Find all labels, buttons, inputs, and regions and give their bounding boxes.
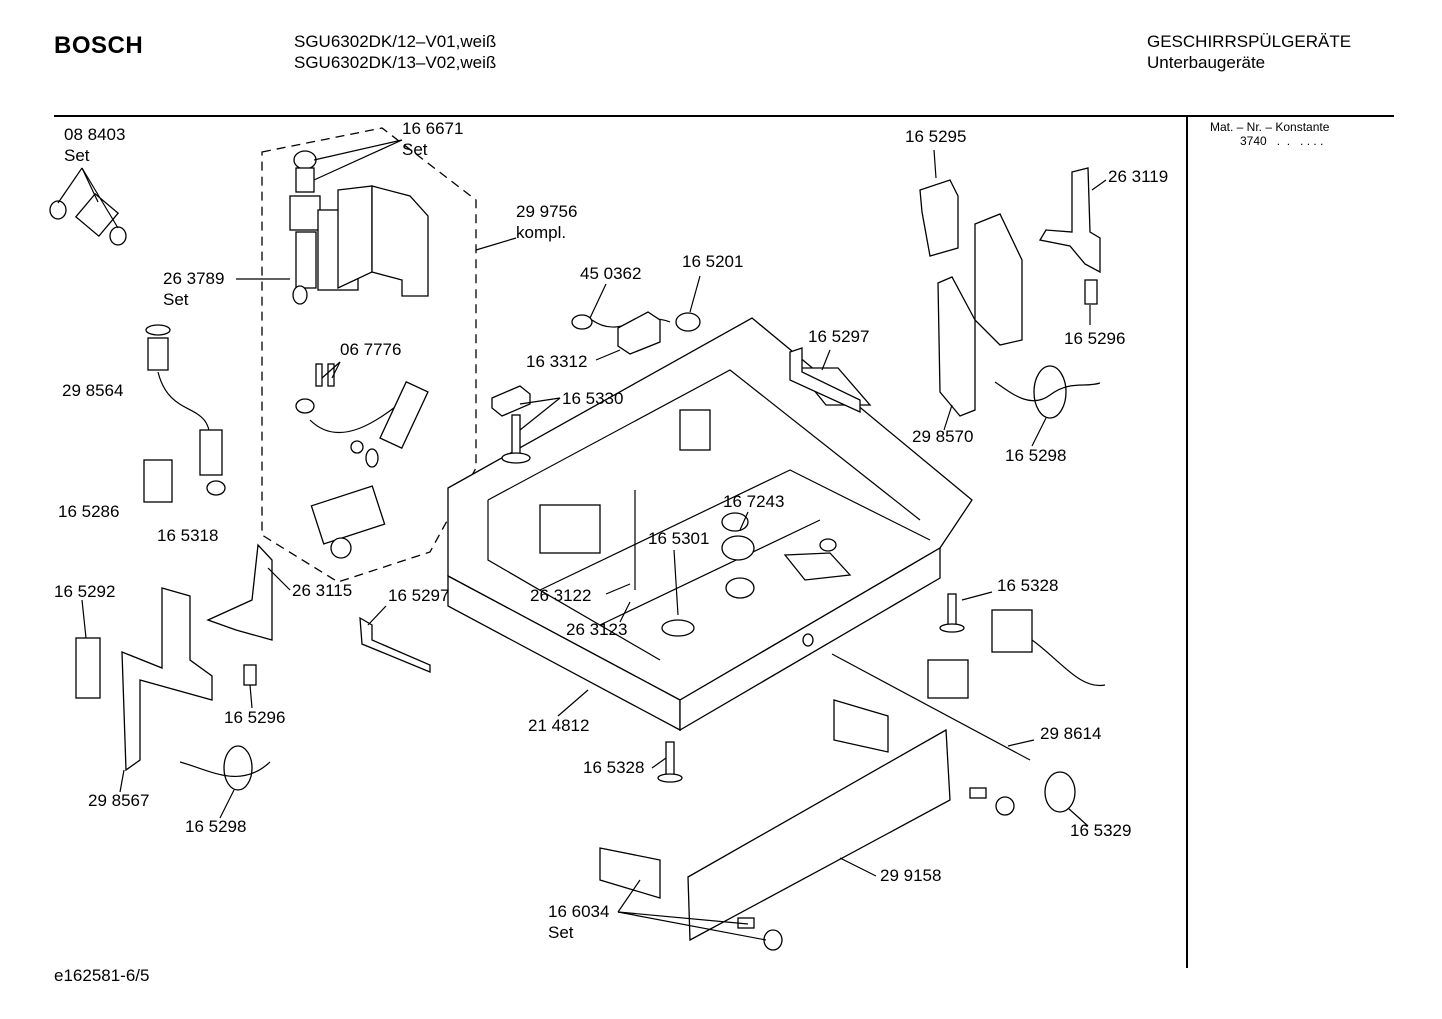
drawing-id: e162581-6/5 (54, 966, 150, 985)
side-divider (1186, 116, 1188, 968)
part-label-7: 16 5286 (58, 502, 119, 521)
part-label-17: 29 8570 (912, 427, 973, 446)
part-label-18: 16 5298 (1005, 446, 1066, 465)
part-label-16: 16 5296 (1064, 329, 1125, 348)
part-label-9: 45 0362 (580, 264, 641, 283)
part-label-33: 16 5329 (1070, 821, 1131, 840)
category-subtitle: Unterbaugeräte (1147, 53, 1266, 72)
left-spring-rail (359, 616, 431, 673)
part-label-13: 16 5297 (808, 327, 869, 346)
model-line-1: SGU6302DK/12–V01,weiß (294, 32, 497, 51)
inlet-hose (145, 324, 226, 496)
part-label-30: 16 5328 (583, 758, 644, 777)
material-constant-value: 3740 (1240, 134, 1267, 148)
right-brackets (919, 167, 1101, 419)
material-constant-label: Mat. – Nr. – Konstante (1210, 120, 1330, 134)
category-title: GESCHIRRSPÜLGERÄTE (1147, 32, 1352, 51)
part-label-24: 26 3115 (292, 581, 352, 600)
left-bracket (75, 543, 273, 791)
brand-logo: BOSCH (54, 32, 144, 59)
water-inlet-valve (289, 150, 429, 559)
part-label-25: 16 5297 (388, 586, 449, 605)
part-label-5: 06 7776 (340, 340, 401, 359)
material-constant-value-row: 3740 . . . . . . (1210, 134, 1329, 148)
header-divider (54, 115, 1394, 117)
part-label-19: 16 7243 (723, 492, 784, 511)
part-label-14: 16 5295 (905, 127, 966, 146)
part-label-12: 16 5330 (562, 389, 623, 408)
part-label-23: 16 5292 (54, 582, 115, 601)
feet (657, 741, 683, 783)
cable-assembly (491, 311, 861, 464)
part-label-28: 16 5298 (185, 817, 246, 836)
part-label-22: 26 3123 (566, 620, 627, 639)
part-label-26: 16 5296 (224, 708, 285, 727)
material-constant: Mat. – Nr. – Konstante 3740 . . . . . . (1210, 120, 1329, 148)
base-tub (447, 317, 973, 732)
hose-holder (143, 459, 173, 503)
kick-plate (599, 699, 951, 951)
part-label-11: 16 3312 (526, 352, 587, 371)
part-label-21: 26 3122 (530, 586, 591, 605)
part-label-34: 29 9158 (880, 866, 941, 885)
dot-leader: . . . . . . (1270, 134, 1324, 148)
right-connectors (831, 593, 1106, 816)
part-label-20: 16 5301 (648, 529, 709, 548)
leader-lines (57, 139, 1107, 941)
part-label-8: 16 5318 (157, 526, 218, 545)
part-label-32: 29 8614 (1040, 724, 1101, 743)
model-list: SGU6302DK/12–V01,weiß SGU6302DK/13–V02,w… (294, 31, 496, 73)
category-block: GESCHIRRSPÜLGERÄTE Unterbaugeräte (1147, 31, 1351, 73)
part-label-31: 16 5328 (997, 576, 1058, 595)
part-label-6: 29 8564 (62, 381, 123, 400)
part-label-27: 29 8567 (88, 791, 149, 810)
part-label-10: 16 5201 (682, 252, 743, 271)
part-label-29: 21 4812 (528, 716, 589, 735)
part-label-15: 26 3119 (1108, 167, 1168, 186)
hose-clamp-set (49, 192, 127, 246)
model-line-2: SGU6302DK/13–V02,weiß (294, 53, 497, 72)
